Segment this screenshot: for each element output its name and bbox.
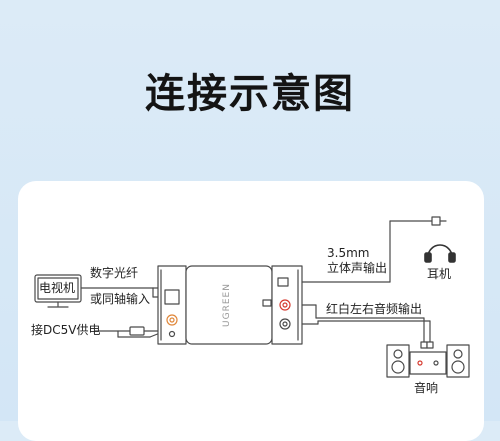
- optical-label: 数字光纤: [90, 266, 139, 280]
- page-title: 连接示意图: [145, 71, 355, 117]
- power-label: 接DC5V供电: [31, 323, 101, 337]
- power-cable-icon: [94, 326, 161, 338]
- headphone-label: 耳机: [427, 267, 452, 281]
- brand-logo: UGREEN: [222, 283, 232, 327]
- headphone-icon: [424, 244, 456, 263]
- converter-left-panel: [157, 265, 187, 345]
- speaker-label: 音响: [414, 381, 439, 395]
- rca-cable-line: [301, 304, 434, 349]
- connection-diagram: UGREEN: [34, 216, 470, 378]
- tv-label: 电视机: [39, 281, 76, 295]
- tv-icon: [34, 274, 82, 308]
- stereo-out-label: 立体声输出: [327, 261, 388, 275]
- converter-right-panel: [271, 265, 303, 345]
- speaker-icon: [386, 344, 470, 378]
- size-label: 3.5mm: [327, 246, 370, 260]
- rca-out-label: 红白左右音频输出: [326, 302, 423, 316]
- headphone-cable-line: [301, 216, 447, 283]
- coax-label: 或同轴输入: [90, 292, 151, 306]
